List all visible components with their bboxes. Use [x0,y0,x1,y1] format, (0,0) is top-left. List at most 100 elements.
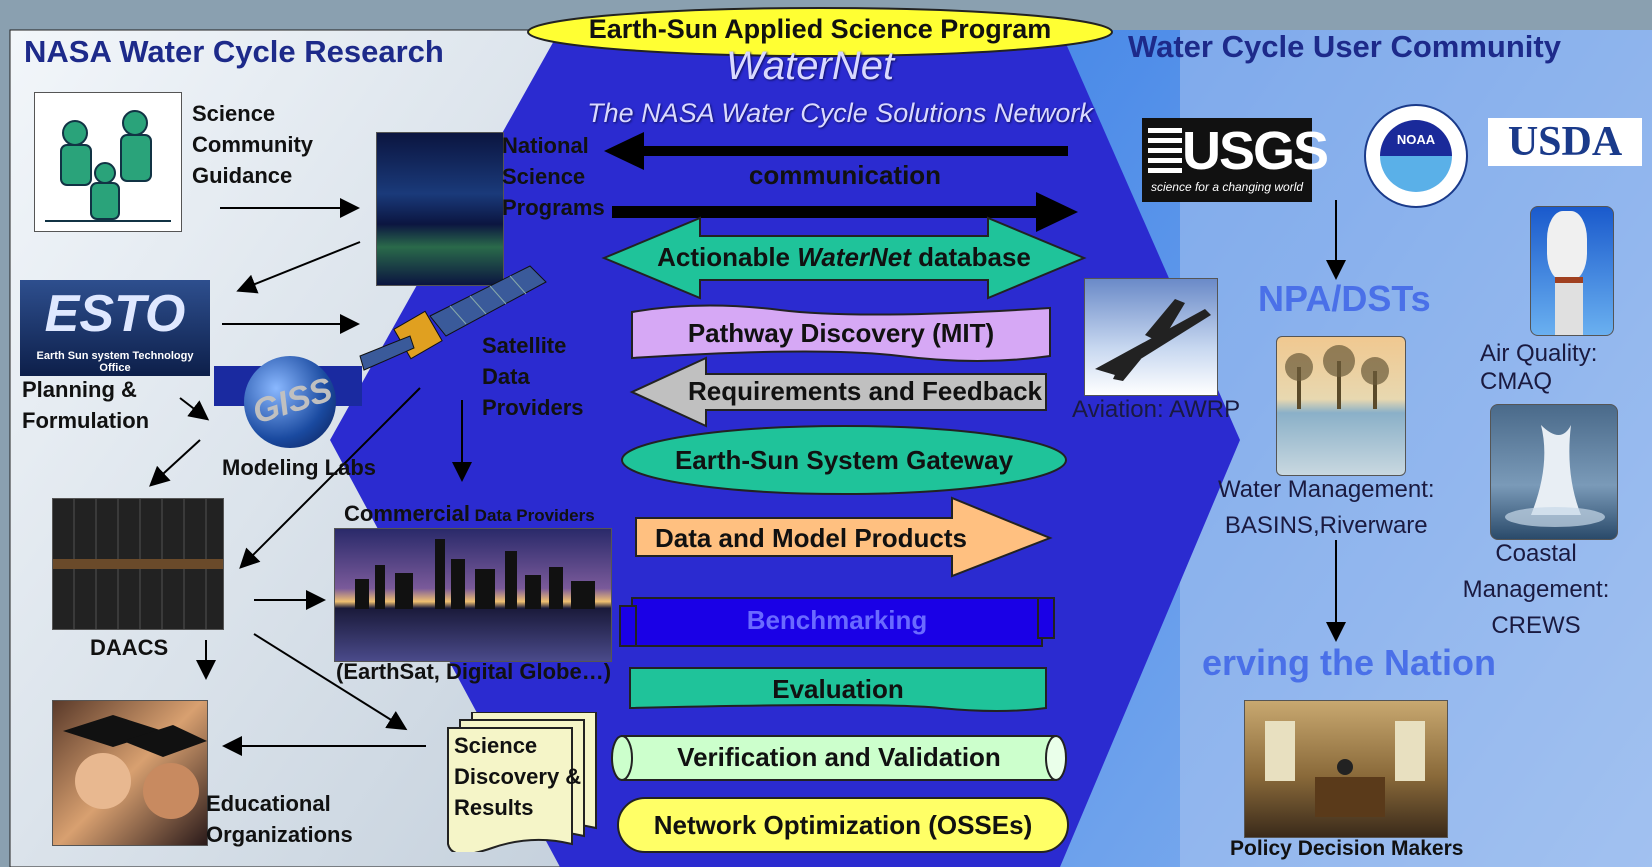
npa-dsts-label: NPA/DSTs [1258,278,1431,319]
benchmarking-scroll [619,597,1055,647]
products-arrow [635,496,1053,578]
science-discovery-line: Discovery & [454,764,582,789]
database-label-prefix: Actionable [657,242,798,272]
waternet-subtitle: The NASA Water Cycle Solutions Network [587,98,1093,128]
satellite-line: Satellite [482,333,567,358]
planning-line: Planning & [22,377,137,402]
esto-logo-text: ESTO [44,285,186,343]
waternet-title: WaterNet [725,44,895,88]
database-label-suffix: database [910,242,1031,272]
communication-label: communication [748,160,942,190]
serving-nation-label: erving the Nation [1202,642,1497,683]
communication-right-arrow [612,192,1078,232]
air-quality-label: Air Quality: CMAQ [1480,336,1597,400]
right-header: Water Cycle User Community [1128,29,1561,64]
satellite-icon [359,265,547,371]
left-header: NASA Water Cycle Research [24,34,444,69]
science-program-cover [376,132,504,286]
usgs-logo: USGS science for a changing world [1142,118,1329,202]
science-guidance-line: Community [192,132,313,157]
arrow-daacs-to-discovery [253,633,408,731]
noaa-inner: NOAA [1380,120,1452,192]
educational-label: Educational Organizations [206,788,353,850]
coastal-whale-image [1490,404,1618,540]
coastal-line: CREWS [1491,612,1581,639]
air-quality-line: CMAQ [1480,368,1552,395]
science-guidance-line: Guidance [192,163,293,188]
noaa-logo: NOAA [1364,104,1468,208]
database-label-italic: WaterNet [797,242,911,272]
giss-globe: GISS [244,356,337,448]
national-programs-line: Science [502,164,586,189]
usgs-waves [1148,128,1182,174]
arrow-planning-to-giss [179,397,210,421]
graduates-image [52,700,208,846]
gateway-label: Earth-Sun System Gateway [674,445,1014,475]
science-discovery-line: Science [454,733,538,758]
verification-label: Verification and Validation [677,742,1001,772]
policy-label: Policy Decision Makers [1230,837,1464,860]
gateway-ellipse [621,425,1067,495]
city-skyline-image [334,528,612,662]
planning-line: Formulation [22,408,150,433]
smoke [1547,211,1587,281]
national-programs-line: Programs [502,195,605,220]
benchmarking-label: Benchmarking [746,605,928,635]
database-double-arrow [601,216,1087,300]
pathway-banner [631,304,1051,362]
requirements-arrow [629,356,1047,428]
commercial-main: Commercial [344,501,470,526]
products-label: Data and Model Products [654,523,968,553]
requirements-label: Requirements and Feedback [688,376,1042,406]
commercial-label: Commercial Data Providers [344,498,595,531]
daacs-image [52,498,224,630]
educational-line: Educational [206,791,331,816]
science-guidance-line: Science [192,101,276,126]
water-management-line: Water Management: [1218,476,1435,503]
national-programs-line: National [502,133,589,158]
optimization-oval [617,797,1069,853]
banner-ellipse [527,7,1113,57]
coastal-line: Management: [1462,576,1610,603]
science-discovery-line: Results [454,795,534,820]
satellite-label: Satellite Data Providers [482,330,584,423]
evaluation-banner [629,667,1047,712]
planning-label: Planning & Formulation [22,374,149,436]
optimization-label: Network Optimization (OSSEs) [653,810,1033,840]
arrow-satellite-to-daacs [239,387,421,569]
water-landscape-image [1276,336,1406,476]
usda-logo: USDA [1488,118,1642,166]
water-management-label: Water Management: BASINS,Riverware [1218,472,1435,544]
aviation-label: Aviation: AWRP [1072,396,1241,423]
daacs-label: DAACS [90,635,169,660]
arrow-giss-to-daacs [149,439,201,487]
science-discovery-label: Science Discovery & Results [454,730,581,823]
usda-logo-text: USDA [1507,119,1623,165]
commercial-sub: Data Providers [469,506,595,525]
satellite-line: Providers [482,395,584,420]
esto-logo: ESTO Earth Sun system Technology Office [20,280,210,376]
arrow-programs-to-esto [236,241,361,294]
esto-caption: Earth Sun system Technology Office [36,350,194,374]
national-programs-label: National Science Programs [502,130,605,223]
science-discovery-docs [447,712,597,852]
daacs-server-strip [53,559,223,569]
aviation-image [1084,278,1218,396]
commercial-examples-label: (EarthSat, Digital Globe…) [336,659,612,684]
air-quality-line: Air Quality: [1480,340,1598,367]
usgs-logo-text: USGS [1182,121,1329,181]
database-label: Actionable WaterNet database [604,242,1084,273]
oval-office-image [1244,700,1448,838]
noaa-logo-text: NOAA [1396,132,1436,147]
stack [1555,277,1583,335]
science-guidance-label: Science Community Guidance [192,98,313,191]
usgs-tagline: science for a changing world [1150,180,1304,194]
evaluation-label: Evaluation [772,674,904,704]
communication-left-arrow [604,132,1068,170]
modeling-labs-label: Modeling Labs [222,455,376,480]
satellite-line: Data [482,364,530,389]
educational-line: Organizations [206,822,353,847]
